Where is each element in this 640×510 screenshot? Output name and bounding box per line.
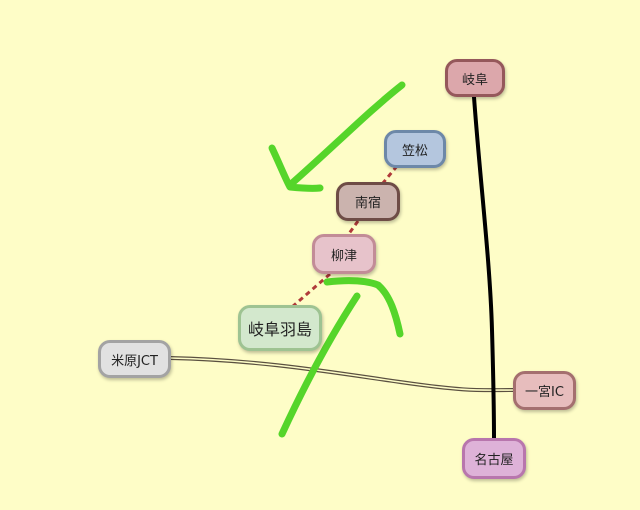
dashed-link-minamijuku-yanaizu [346, 220, 360, 236]
station-maibara-jct: 米原JCT [98, 340, 171, 378]
green-arrow-lower-head [323, 277, 404, 338]
dashed-link-yanaizu-hashima [291, 272, 331, 309]
rail-line-gifu-nagoya [472, 95, 496, 442]
dashed-link-kasamatsu-minamijuku [381, 165, 399, 184]
station-ichinomiya-ic: 一宮IC [513, 371, 576, 410]
station-nagoya: 名古屋 [462, 438, 526, 479]
station-kasamatsu: 笠松 [384, 130, 446, 168]
green-arrow-upper-stroke [286, 81, 406, 189]
station-yanaizu: 柳津 [312, 234, 376, 274]
station-minamijuku: 南宿 [336, 182, 400, 221]
station-gifu-hashima: 岐阜羽島 [238, 305, 322, 351]
expressway-line-inner [169, 357, 516, 391]
station-gifu: 岐阜 [445, 59, 505, 97]
green-arrow-lower-stroke [278, 292, 361, 438]
green-arrow-upper-head [268, 144, 324, 192]
